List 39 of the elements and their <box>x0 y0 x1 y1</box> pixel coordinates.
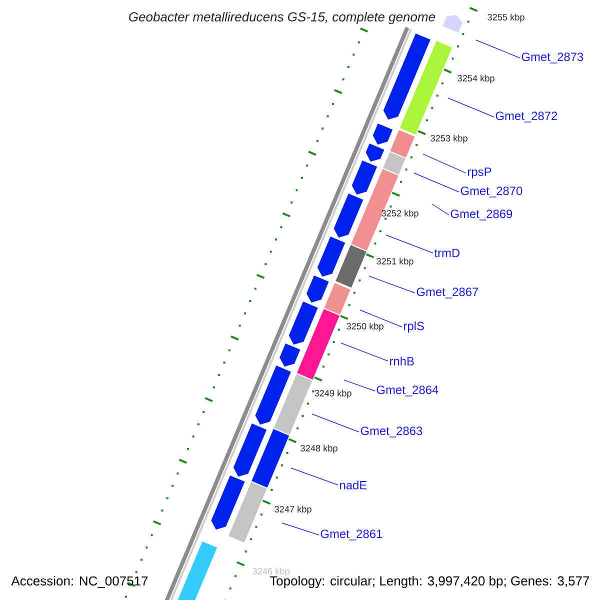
leader-line <box>282 522 320 536</box>
leader-line <box>386 234 434 254</box>
gene-label: Gmet_2870 <box>460 186 522 198</box>
gene-label: Gmet_2861 <box>320 530 382 540</box>
gene-label: Gmet_2864 <box>376 386 438 396</box>
leader-line <box>432 204 450 216</box>
gene-label: Gmet_2863 <box>360 426 422 438</box>
tick-label: 3247 kbp <box>274 506 312 514</box>
gene-label: Gmet_2873 <box>522 52 584 64</box>
gene-label: trmD <box>434 248 460 258</box>
gene-label: rnhB <box>390 356 414 366</box>
gene-label: nadE <box>340 480 367 490</box>
tick-label: 3254 kbp <box>458 74 494 84</box>
tick-label: 3248 kbp <box>300 444 338 454</box>
title: Geobacter metallireducens GS-15, complete genome <box>129 12 436 24</box>
leader-line <box>340 342 388 362</box>
leader-line <box>290 468 338 486</box>
tick-label: 3252 kbp <box>382 210 418 218</box>
leader-line <box>448 98 494 118</box>
leader-line <box>344 380 376 392</box>
leader-line <box>312 414 360 432</box>
tick-label: 3250 kbp <box>346 322 384 332</box>
tick-label: 3249 kbp <box>314 390 352 398</box>
gene-label: Gmet_2872 <box>496 112 558 122</box>
leader-line <box>476 40 520 58</box>
leader-line <box>368 276 416 294</box>
tick-label: 3246 kbp <box>252 568 290 576</box>
gene-label: rpsP <box>468 168 492 178</box>
gene-label: Gmet_2867 <box>416 288 478 298</box>
genome-info-text: Topology: circular; Length: 3,997,420 bp; Genes: 3,577 <box>270 576 590 588</box>
leader-line <box>414 172 460 192</box>
gene-label: rplS <box>404 321 424 333</box>
tick-label: 3255 kbp <box>488 14 524 22</box>
leader-line <box>360 310 402 328</box>
accession-text: Accession: NC_007517 <box>11 576 148 588</box>
tick-label: 3251 kbp <box>376 258 414 266</box>
leader-line <box>422 154 466 174</box>
tick-label: 3253 kbp <box>430 134 468 144</box>
gene-label: Gmet_2869 <box>450 210 512 220</box>
